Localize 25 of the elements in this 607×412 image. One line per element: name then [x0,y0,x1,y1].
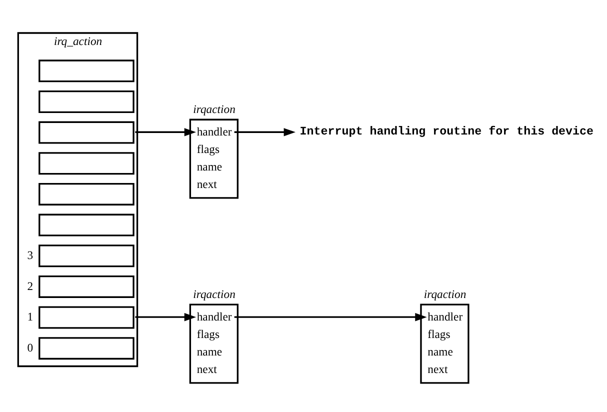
node-box [38,120,134,144]
node-label: irqaction [424,288,466,301]
node-label: 3 [27,248,34,262]
node-box [38,59,134,82]
arrow [135,312,196,321]
node-box [38,152,134,174]
node-label: 2 [27,279,34,292]
node-label: 1 [27,310,34,324]
node-box [38,213,134,236]
node-box [38,306,134,328]
node-label: 0 [27,340,34,354]
node-box [38,274,134,298]
arrow [234,312,427,321]
arrow [135,128,196,136]
node-label: irqaction [193,288,236,301]
node-box [38,244,134,267]
node-box: handler flags name next [189,118,239,198]
node-box: handler flags name next [420,303,470,384]
node-box [38,182,134,205]
node-box [38,90,134,112]
node-text: Interrupt handling routine for this device [300,124,594,138]
node-box: handler flags name next [189,303,239,384]
node-label: irqaction [193,102,236,116]
arrow [234,128,296,136]
node-box [38,336,134,360]
